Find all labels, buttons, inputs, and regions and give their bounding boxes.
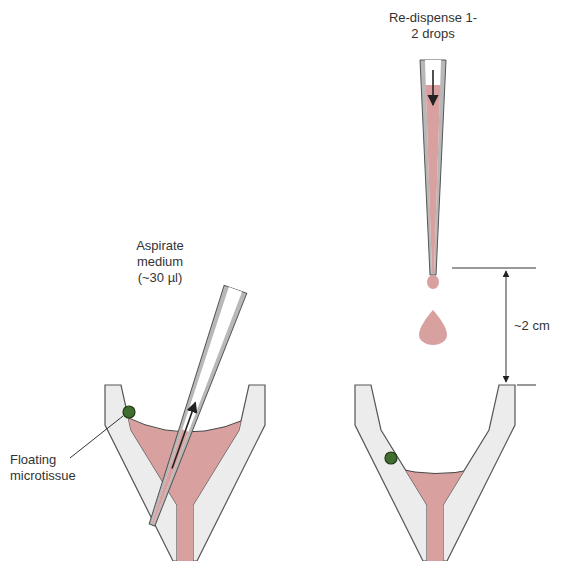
dimension-arrow: [506, 271, 507, 382]
microtissue: [123, 406, 135, 418]
step-label: Re-dispense 1-2 drops: [388, 10, 478, 42]
drop: [427, 275, 439, 289]
step-label: Aspirate medium (~30 µl): [128, 238, 192, 286]
dimension-line: [452, 268, 536, 269]
dimension-line: [517, 385, 536, 386]
microtissue: [385, 452, 397, 464]
pipette-tip: [420, 60, 446, 275]
well: [355, 385, 515, 561]
part-label: Floating microtissue: [10, 452, 90, 484]
falling-drop: [419, 310, 447, 345]
dimension-label: ~2 cm: [514, 318, 550, 334]
pipette-tip: [141, 285, 247, 529]
leader-line: [70, 416, 123, 458]
